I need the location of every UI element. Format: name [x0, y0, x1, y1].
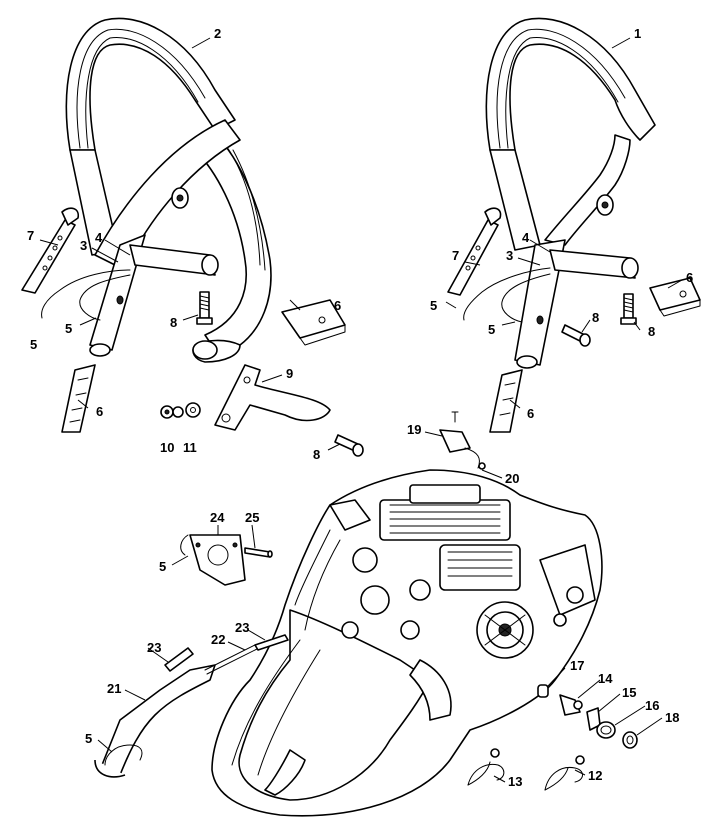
- callout-5-gasket: 5: [159, 559, 166, 574]
- callout-3-right: 3: [506, 248, 513, 263]
- sleeve-17: [537, 684, 549, 698]
- callout-1: 1: [634, 26, 641, 41]
- callout-14: 14: [598, 671, 613, 686]
- sleeve-23-lower: [164, 647, 194, 672]
- washer-11: [185, 402, 201, 418]
- callout-8-middle: 8: [313, 447, 320, 462]
- spring-13: [467, 748, 505, 786]
- callout-5-left-b: 5: [30, 337, 37, 352]
- callout-6-left-lower: 6: [96, 404, 103, 419]
- callout-23-lower: 23: [147, 640, 161, 655]
- pad-left-lower: [61, 364, 96, 433]
- screw-8-right-b: [620, 293, 637, 325]
- pad-right-upper: [649, 277, 701, 317]
- callouts: 2 1 7 3 4 8 5 5 6 6 9 10 11 8 7 3 4 6 5 …: [27, 26, 693, 789]
- callout-6-left-upper: 6: [334, 298, 341, 313]
- screw-8-middle: [334, 434, 364, 457]
- sleeve-23-upper: [254, 634, 289, 651]
- callout-23-upper: 23: [235, 620, 249, 635]
- callout-18: 18: [665, 710, 679, 725]
- callout-5-left-a: 5: [65, 321, 72, 336]
- handle-molding-21: [94, 664, 216, 778]
- screw-10: [160, 405, 184, 419]
- callout-11: 11: [183, 440, 197, 455]
- gasket-24: [180, 534, 246, 586]
- cable-holder-left: [21, 207, 80, 294]
- pin-25: [244, 547, 273, 558]
- callout-2: 2: [214, 26, 221, 41]
- screw-8-left: [196, 291, 213, 325]
- callout-7-right: 7: [452, 248, 459, 263]
- cap-18: [622, 731, 638, 749]
- callout-25: 25: [245, 510, 259, 525]
- callout-17: 17: [570, 658, 584, 673]
- callout-9: 9: [286, 366, 293, 381]
- pad-left-upper: [281, 299, 346, 346]
- screw-8-right-a: [561, 324, 591, 347]
- callout-4-right: 4: [522, 230, 530, 245]
- callout-7-left: 7: [27, 228, 34, 243]
- callout-12: 12: [588, 768, 602, 783]
- callout-6-right-lower: 6: [527, 406, 534, 421]
- callout-6-right-upper: 6: [686, 270, 693, 285]
- callout-8-right-b: 8: [648, 324, 655, 339]
- callout-10: 10: [160, 440, 174, 455]
- pad-right-lower: [489, 369, 523, 433]
- callout-15: 15: [622, 685, 636, 700]
- callout-3-left: 3: [80, 238, 87, 253]
- ground-cable-left: [41, 269, 131, 321]
- handlebar-right: [485, 17, 656, 369]
- handlebar-left: [65, 17, 272, 363]
- callout-13: 13: [508, 774, 522, 789]
- cable-holder-right: [447, 207, 502, 296]
- spring-12: [544, 755, 585, 791]
- callout-5-molding: 5: [85, 731, 92, 746]
- throttle-rod-22: [204, 644, 258, 675]
- callout-20: 20: [505, 471, 519, 486]
- switch-19: [439, 411, 486, 470]
- callout-21: 21: [107, 681, 121, 696]
- callout-16: 16: [645, 698, 659, 713]
- callout-24: 24: [210, 510, 225, 525]
- screw-14: [559, 694, 583, 716]
- callout-4-left: 4: [95, 230, 103, 245]
- callout-22: 22: [211, 632, 225, 647]
- leader-lines: [39, 37, 683, 783]
- chainsaw-body: [211, 469, 603, 817]
- callout-8-right-a: 8: [592, 310, 599, 325]
- callout-5-right-a: 5: [430, 298, 437, 313]
- ring-16: [596, 721, 616, 739]
- ground-cable-right: [463, 267, 551, 323]
- callout-5-right-b: 5: [488, 322, 495, 337]
- callout-8-left: 8: [170, 315, 177, 330]
- bracket-9: [214, 364, 331, 431]
- callout-19: 19: [407, 422, 421, 437]
